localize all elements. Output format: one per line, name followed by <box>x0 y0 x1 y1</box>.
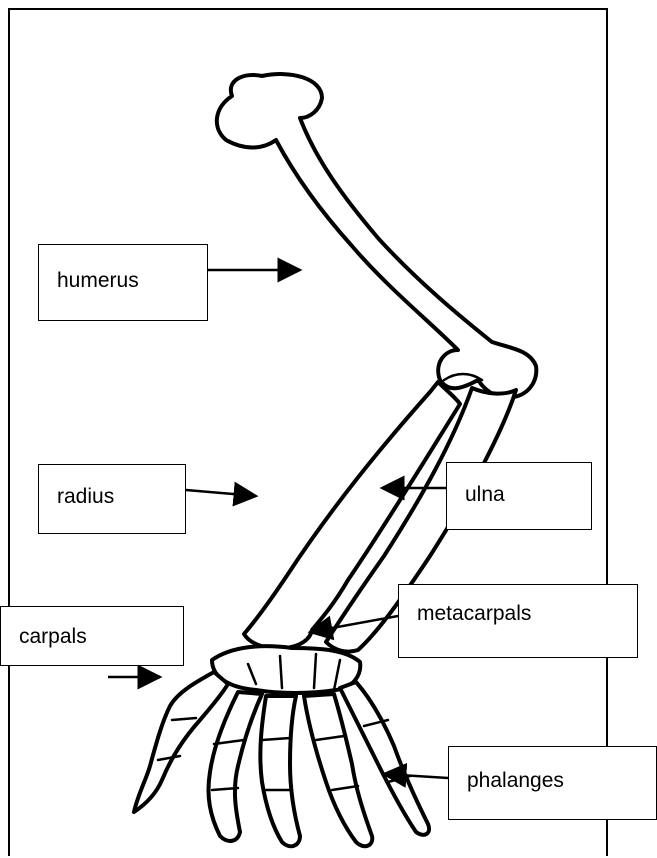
ulna-label-box: ulna <box>446 462 592 530</box>
carpals-label-box: carpals <box>0 606 184 666</box>
radius-label-box: radius <box>38 464 186 534</box>
phalanges-label: phalanges <box>467 769 564 793</box>
metacarpals-label: metacarpals <box>417 602 531 626</box>
radius-label: radius <box>57 485 114 509</box>
humerus-label-box: humerus <box>38 244 208 321</box>
metacarpals-label-box: metacarpals <box>398 584 638 658</box>
humerus-bone <box>217 74 536 398</box>
finger-bones-2 <box>260 696 300 846</box>
finger-bones-1 <box>208 692 262 841</box>
humerus-label: humerus <box>57 269 139 293</box>
radius-arrow <box>186 490 256 496</box>
phalanges-label-box: phalanges <box>448 746 657 820</box>
ulna-label: ulna <box>465 483 505 507</box>
carpals-label: carpals <box>19 625 87 649</box>
